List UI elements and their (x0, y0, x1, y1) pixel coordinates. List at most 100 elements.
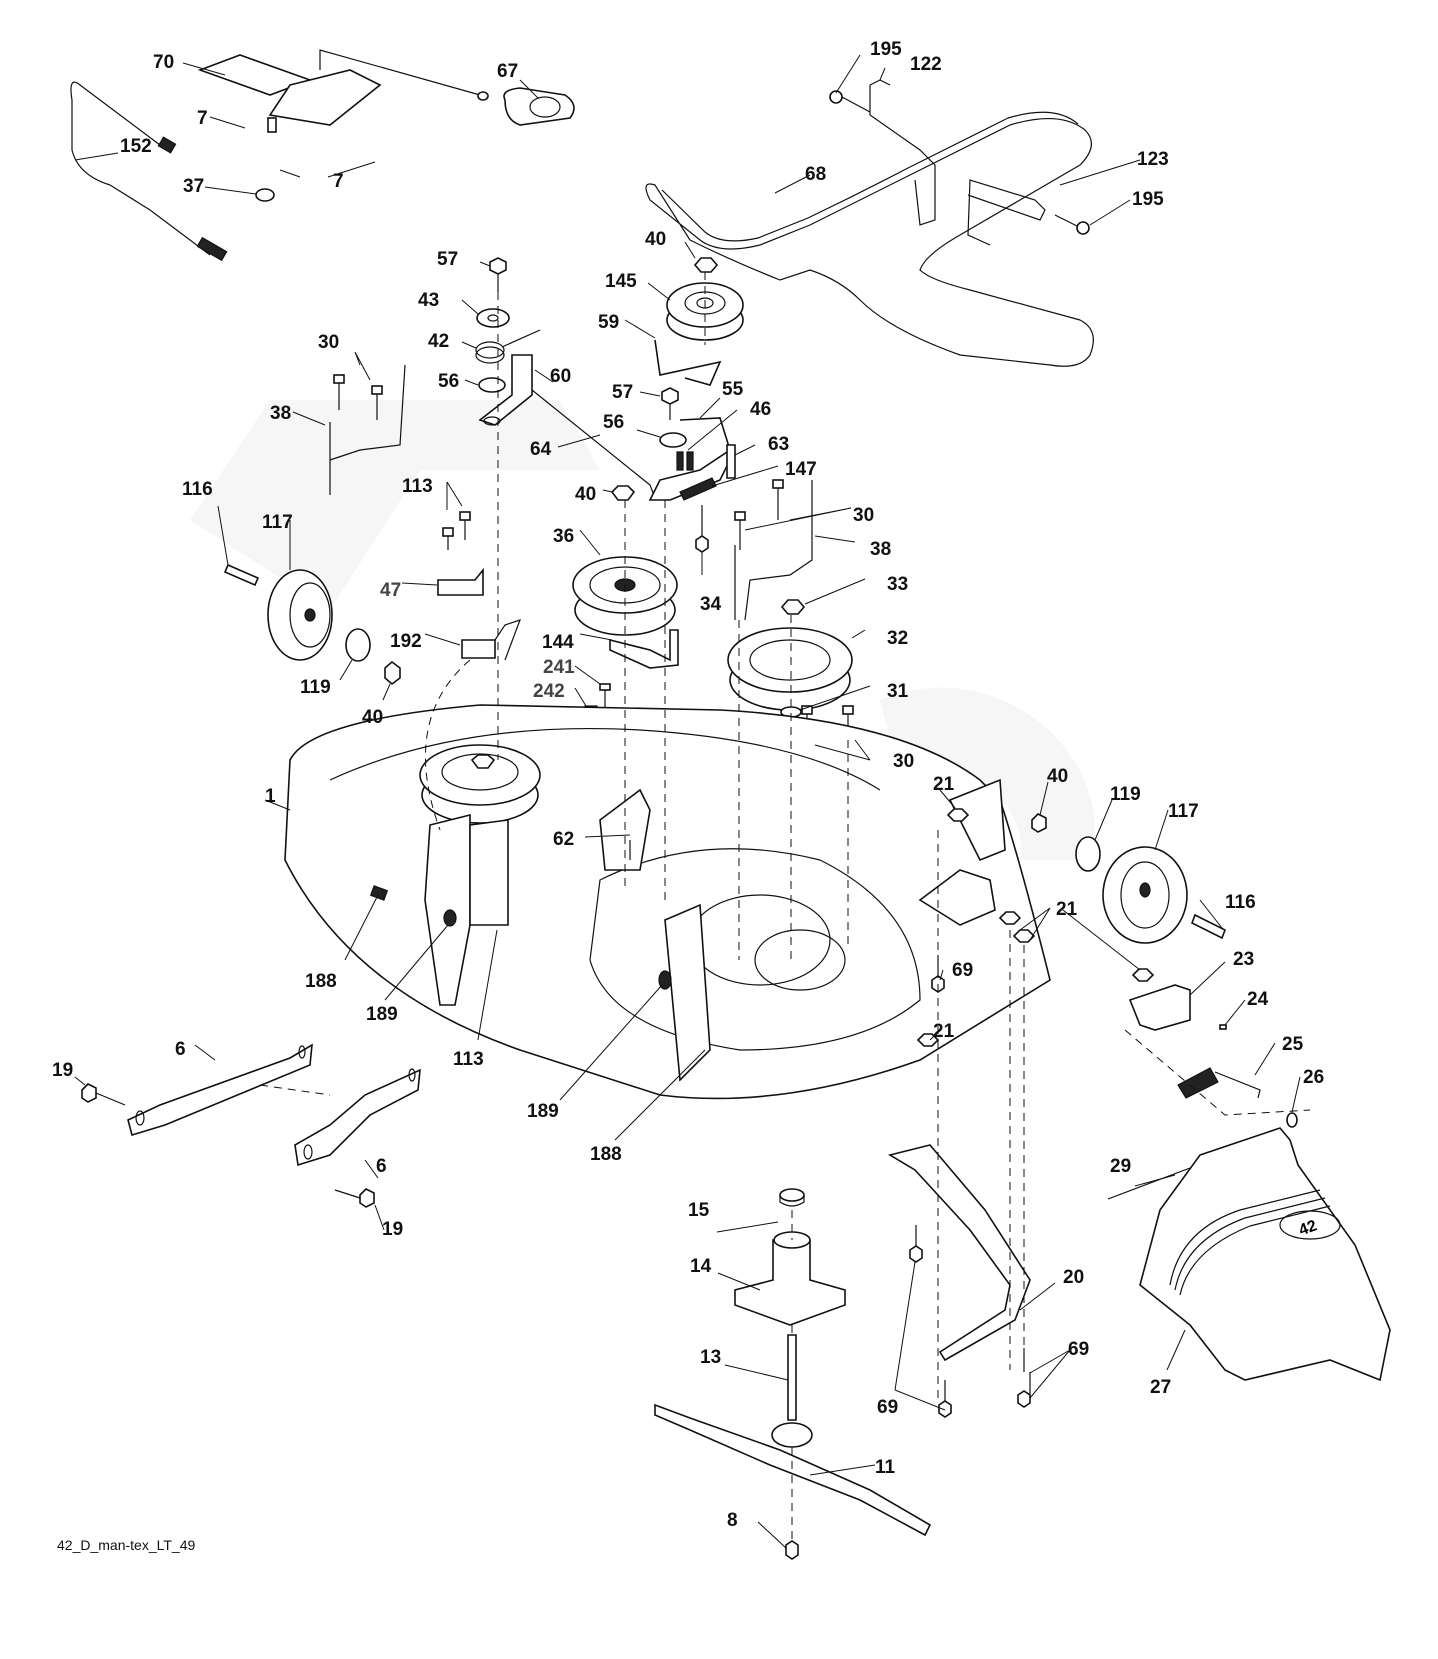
callout-25: 25 (1282, 1034, 1304, 1055)
callout-69: 69 (952, 960, 973, 981)
spindle-pulley-32 (727, 627, 853, 711)
callout-29: 29 (1110, 1156, 1131, 1177)
callout-119: 119 (300, 677, 331, 698)
lift-rod-38-left (329, 364, 406, 495)
callout-30: 30 (318, 332, 339, 353)
callout-38: 38 (270, 403, 291, 424)
bracket-63 (726, 444, 736, 479)
gauge-wheel-117-right (1102, 846, 1188, 944)
belt-guide-123 (967, 179, 1046, 246)
washer-119-right (1075, 836, 1101, 872)
callout-116: 116 (1225, 892, 1256, 913)
spindle-shaft-13 (771, 1334, 813, 1448)
callout-38: 38 (870, 539, 891, 560)
nut-40-mid (610, 485, 636, 501)
callout-152: 152 (120, 136, 152, 157)
washer-56-right (659, 432, 687, 448)
callout-21: 21 (933, 1021, 955, 1042)
callout-192: 192 (390, 631, 422, 652)
arm-bracket-60 (478, 354, 533, 426)
bolt-57-right (661, 387, 679, 420)
callout-40: 40 (1047, 766, 1068, 787)
axle-bolt-116-right (1190, 913, 1227, 940)
callout-56: 56 (603, 412, 624, 433)
bolt-19-upper (81, 1083, 126, 1106)
bushing-43 (476, 308, 510, 328)
clip-24 (1219, 1024, 1227, 1030)
blade-bolt-8 (785, 1540, 799, 1560)
bolt-34 (695, 505, 709, 553)
callout-117: 117 (262, 512, 293, 533)
drive-belt (645, 111, 1094, 367)
callout-37: 37 (183, 176, 204, 197)
bolt-19-lower (334, 1188, 375, 1208)
bolts-30-upper-left (333, 374, 383, 420)
callout-67: 67 (497, 61, 518, 82)
callout-57: 57 (437, 249, 458, 270)
axle-bolt-116-left (223, 563, 260, 587)
callout-32: 32 (887, 628, 908, 649)
nut-40-top (693, 257, 719, 273)
washer-119-left (345, 628, 371, 662)
bolt-69-left (909, 1225, 923, 1263)
chute-bracket-23 (1128, 984, 1191, 1031)
callout-189: 189 (527, 1101, 559, 1122)
callout-70: 70 (153, 52, 174, 73)
nut-40-right (1031, 813, 1047, 833)
bracket-47 (437, 567, 484, 596)
callout-6: 6 (376, 1156, 387, 1177)
callout-21: 21 (933, 774, 955, 795)
callout-15: 15 (688, 1200, 710, 1221)
deck-hanger-bracket-center (664, 903, 711, 1082)
rod-29 (1107, 1167, 1191, 1200)
bushing-189-left (443, 909, 457, 927)
chute-emblem: 42 (1297, 1217, 1320, 1239)
bolts-30-upper-right (734, 479, 784, 550)
callout-43: 43 (418, 290, 439, 311)
bushing-188-left (369, 885, 389, 901)
callout-40: 40 (645, 229, 666, 250)
footer-drawing-code: 42_D_man-tex_LT_49 (57, 1537, 195, 1553)
callout-195: 195 (1132, 189, 1164, 210)
callout-242: 242 (533, 681, 565, 702)
callout-147: 147 (785, 459, 817, 480)
idler-bracket-59 (654, 339, 722, 386)
screw-195-b (1054, 214, 1090, 235)
washer-37 (255, 188, 275, 202)
callout-47: 47 (380, 580, 401, 601)
lift-rod-38-right (734, 480, 813, 621)
bolts-46 (676, 451, 694, 471)
deck-rear-bracket (918, 778, 1006, 926)
callout-21: 21 (1056, 899, 1078, 920)
pulley-bracket-144 (609, 629, 679, 669)
callout-42: 42 (428, 331, 449, 352)
callout-113: 113 (402, 476, 433, 497)
callout-64: 64 (530, 439, 552, 460)
callout-20: 20 (1063, 1267, 1084, 1288)
discharge-chute-27: 42 (1139, 1127, 1391, 1382)
callout-56: 56 (438, 371, 459, 392)
bolt-241 (599, 683, 611, 710)
callout-241: 241 (543, 657, 575, 678)
spindle-housing-14 (734, 1231, 846, 1326)
blade-11 (654, 1403, 932, 1537)
baffle-20 (887, 1144, 1031, 1362)
callout-60: 60 (550, 366, 571, 387)
washer-56-left (478, 377, 506, 393)
leader-lines (74, 54, 1301, 1549)
spring-147 (679, 477, 717, 501)
callout-7: 7 (333, 171, 344, 192)
nut-40-left (384, 660, 401, 686)
bearing-15 (779, 1188, 805, 1207)
callout-69: 69 (877, 1397, 898, 1418)
engagement-cable (70, 81, 228, 262)
nut-33 (780, 599, 806, 615)
callout-1: 1 (265, 786, 276, 807)
callout-27: 27 (1150, 1377, 1171, 1398)
callout-36: 36 (553, 526, 574, 547)
callout-19: 19 (52, 1060, 73, 1081)
callout-6: 6 (175, 1039, 186, 1060)
callout-117: 117 (1168, 801, 1199, 822)
callout-40: 40 (362, 707, 383, 728)
